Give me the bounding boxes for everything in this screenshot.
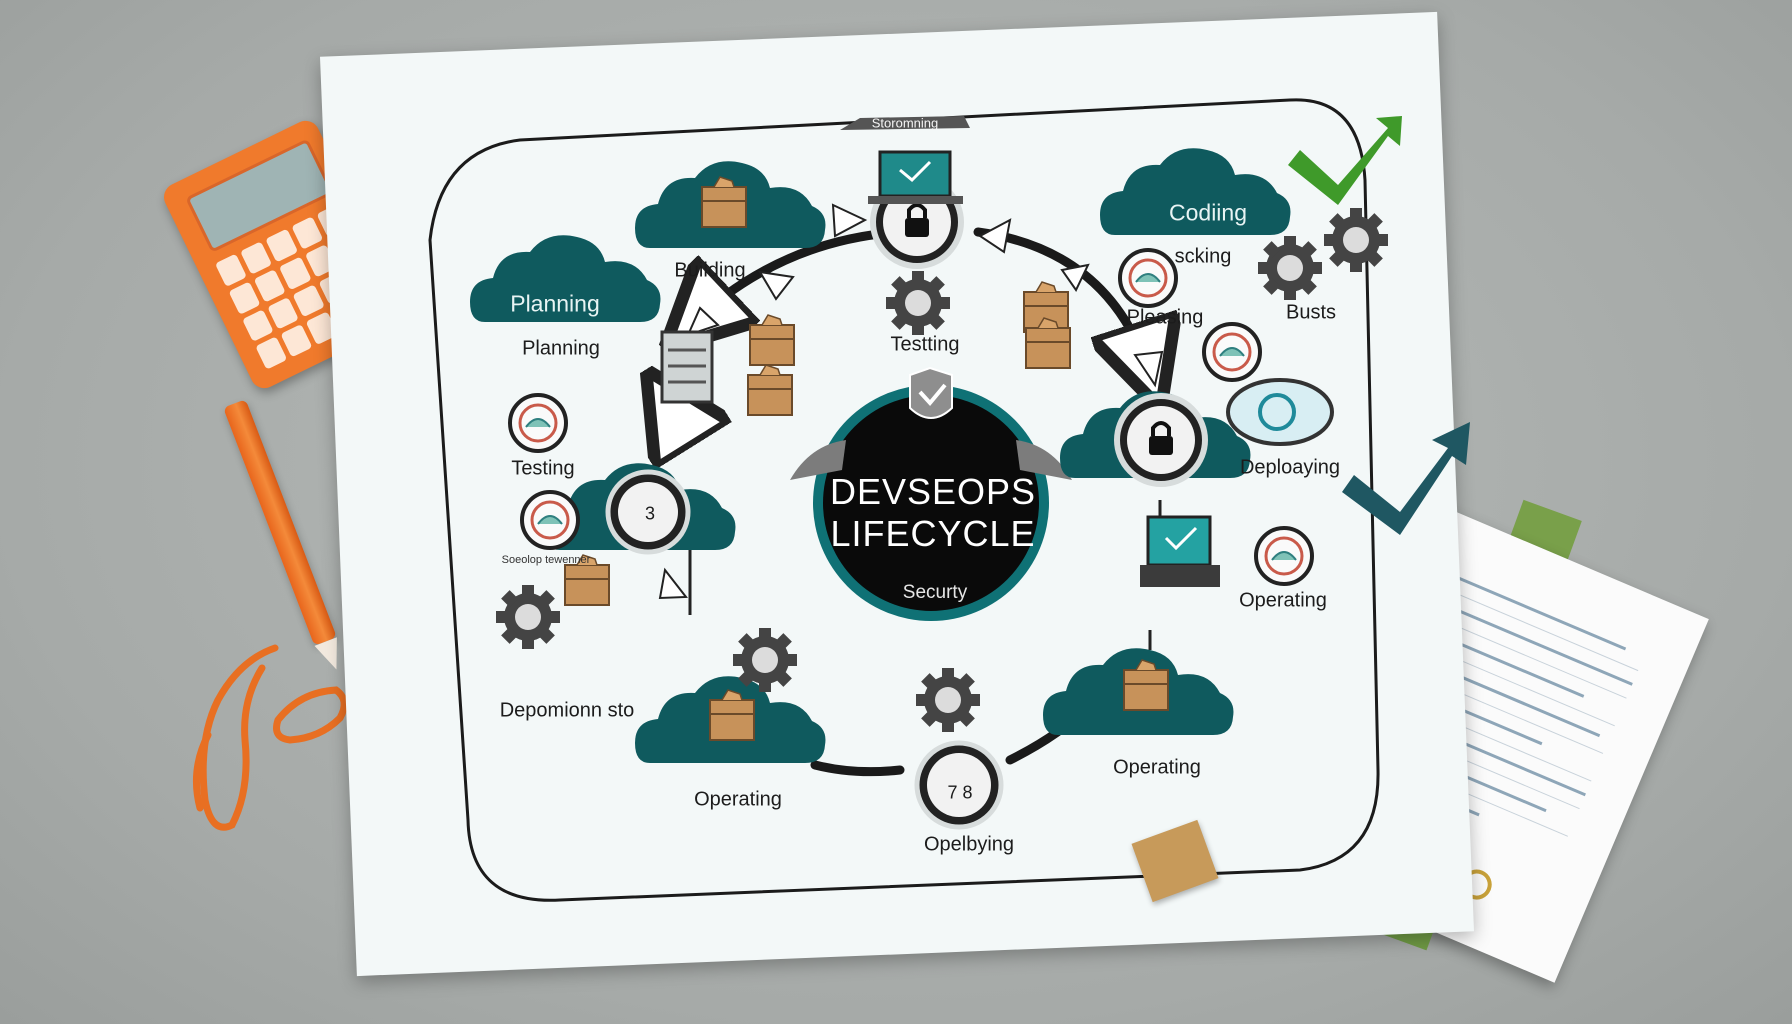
scking-label: scking xyxy=(1174,245,1232,268)
deploying-label: Deploaying xyxy=(1239,456,1341,479)
operating-right-label: Operating xyxy=(1239,589,1327,612)
pleasing-label: Pleasing xyxy=(1126,306,1204,329)
opelbying-label: Opelbying xyxy=(923,833,1015,856)
top-tab-shape xyxy=(840,116,970,130)
gear-icon xyxy=(886,271,950,335)
building-label: Building xyxy=(674,259,746,282)
check-arrow-icon xyxy=(1288,116,1402,205)
badge-icon xyxy=(508,393,568,453)
magnifier-icon xyxy=(1226,378,1334,446)
gear-icon xyxy=(916,668,980,732)
center-title: DEVSEOPS LIFECYCLE xyxy=(830,471,1036,555)
badge-icon xyxy=(1118,248,1178,308)
top-tab-label: Storomning xyxy=(871,115,939,131)
gear-icon xyxy=(1324,208,1388,272)
outer-frame xyxy=(428,98,1380,902)
lock-number-left: 3 xyxy=(644,503,656,524)
lock-icon-bottom xyxy=(914,740,1004,830)
testing-top-label: Testting xyxy=(890,333,960,356)
center-title-line1: DEVSEOPS xyxy=(829,471,1037,512)
testing-left-label: Testing xyxy=(511,457,575,480)
center-lifecycle-disc xyxy=(790,366,1072,621)
box-icon xyxy=(747,364,793,416)
center-subtitle: Securty xyxy=(902,582,968,603)
badge-icon xyxy=(520,490,580,550)
gear-icon xyxy=(496,585,560,649)
gear-icon xyxy=(733,628,797,692)
small-caption: Soeolop tewenner xyxy=(501,554,591,566)
badge-icon xyxy=(1202,322,1262,382)
lock-icon-left xyxy=(605,469,691,555)
operating-bottom-right-label: Operating xyxy=(1113,756,1201,779)
planning-label: Planning xyxy=(522,337,600,360)
server-icon xyxy=(660,330,714,404)
lock-icon xyxy=(1117,396,1205,484)
box-icon xyxy=(749,314,795,366)
lock-number-bottom: 7 8 xyxy=(947,782,973,803)
coding-cloud-label: Codiing xyxy=(1169,199,1247,226)
badge-icon xyxy=(1254,526,1314,586)
laptop-icon xyxy=(868,150,963,204)
laptop-icon xyxy=(1140,515,1220,587)
operating-bottom-left-label: Operating xyxy=(694,788,782,811)
planning-cloud-label: Planning xyxy=(510,290,600,317)
depomionn-label: Depomionn sto xyxy=(499,699,635,722)
check-arrow-icon xyxy=(1342,422,1470,535)
gear-icon xyxy=(1258,236,1322,300)
center-title-line2: LIFECYCLE xyxy=(830,513,1036,554)
busts-label: Busts xyxy=(1285,301,1337,324)
